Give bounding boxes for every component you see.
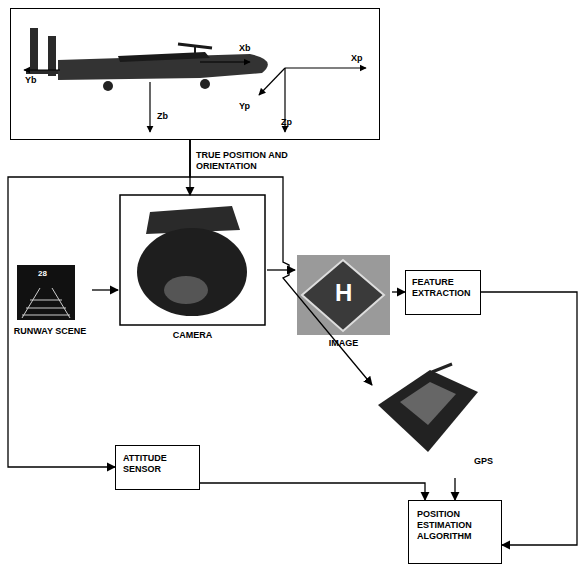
caption: RUNWAY SCENE <box>8 326 92 337</box>
connector <box>8 140 190 467</box>
caption: IMAGE <box>295 338 392 349</box>
gps-antenna <box>432 364 452 372</box>
camera-lens <box>164 276 208 304</box>
connector <box>267 269 295 270</box>
axis-label: Xp <box>351 53 363 64</box>
node-label: FEATURE EXTRACTION <box>412 277 472 299</box>
camera-dome <box>137 228 247 316</box>
connector <box>190 140 372 385</box>
wheel <box>103 81 113 91</box>
helipad-letter: H <box>335 281 352 305</box>
connector <box>92 289 118 290</box>
axis-arrow <box>259 68 285 95</box>
axis-label: Zp <box>281 117 292 128</box>
camera-picture <box>120 195 265 325</box>
connector <box>200 483 425 500</box>
process-box: POSITION ESTIMATION ALGORITHM <box>408 500 502 564</box>
wing <box>118 52 210 62</box>
connector <box>481 292 577 545</box>
axis-arrow <box>149 82 150 132</box>
image-frame <box>297 255 390 335</box>
tail-fin <box>30 28 38 74</box>
node-label: ATTITUDE SENSOR <box>123 453 185 475</box>
connector <box>392 291 405 292</box>
gps-body <box>378 370 478 452</box>
axis-label: GPS <box>474 456 493 467</box>
axis-label: Yp <box>239 101 250 112</box>
wheel <box>200 79 210 89</box>
gps-block: GPS <box>372 362 502 478</box>
rotor-mast <box>194 46 196 54</box>
axis-label: Yb <box>25 75 37 86</box>
axis-label: Xb <box>239 43 251 54</box>
runway-lights <box>22 288 70 318</box>
runway-ground <box>17 265 75 320</box>
node-label: POSITION ESTIMATION ALGORITHM <box>417 509 487 542</box>
runway-edge <box>52 288 70 318</box>
gps-picture <box>378 364 478 452</box>
axis-arrow <box>24 69 60 70</box>
axis-arrow <box>200 61 250 62</box>
image-picture <box>297 255 390 335</box>
aircraft-illustration <box>26 28 268 91</box>
runway-bar <box>30 300 62 301</box>
helipad-diamond <box>302 260 384 331</box>
runway-edge <box>22 288 40 318</box>
process-box: ATTITUDE SENSOR <box>115 445 200 490</box>
connector <box>454 478 455 500</box>
runway-bar <box>22 315 70 316</box>
process-box: FEATURE EXTRACTION <box>405 270 481 315</box>
aircraft-box: Yb XbXpYpZbZp <box>10 8 380 140</box>
runway-number: 28 <box>38 270 47 278</box>
camera-frame <box>120 195 265 325</box>
axis-arrow <box>285 67 366 68</box>
runway-bar <box>26 308 66 309</box>
axis-label: Zb <box>157 111 168 122</box>
runway-scene: RUNWAY SCENE <box>8 262 92 340</box>
camera-block: CAMERA <box>118 195 267 345</box>
gps-screen <box>400 382 456 425</box>
runway-picture <box>17 265 75 320</box>
edge-label: TRUE POSITION AND ORIENTATION <box>196 150 296 172</box>
axis-arrows <box>24 62 366 132</box>
caption: CAMERA <box>118 330 267 341</box>
